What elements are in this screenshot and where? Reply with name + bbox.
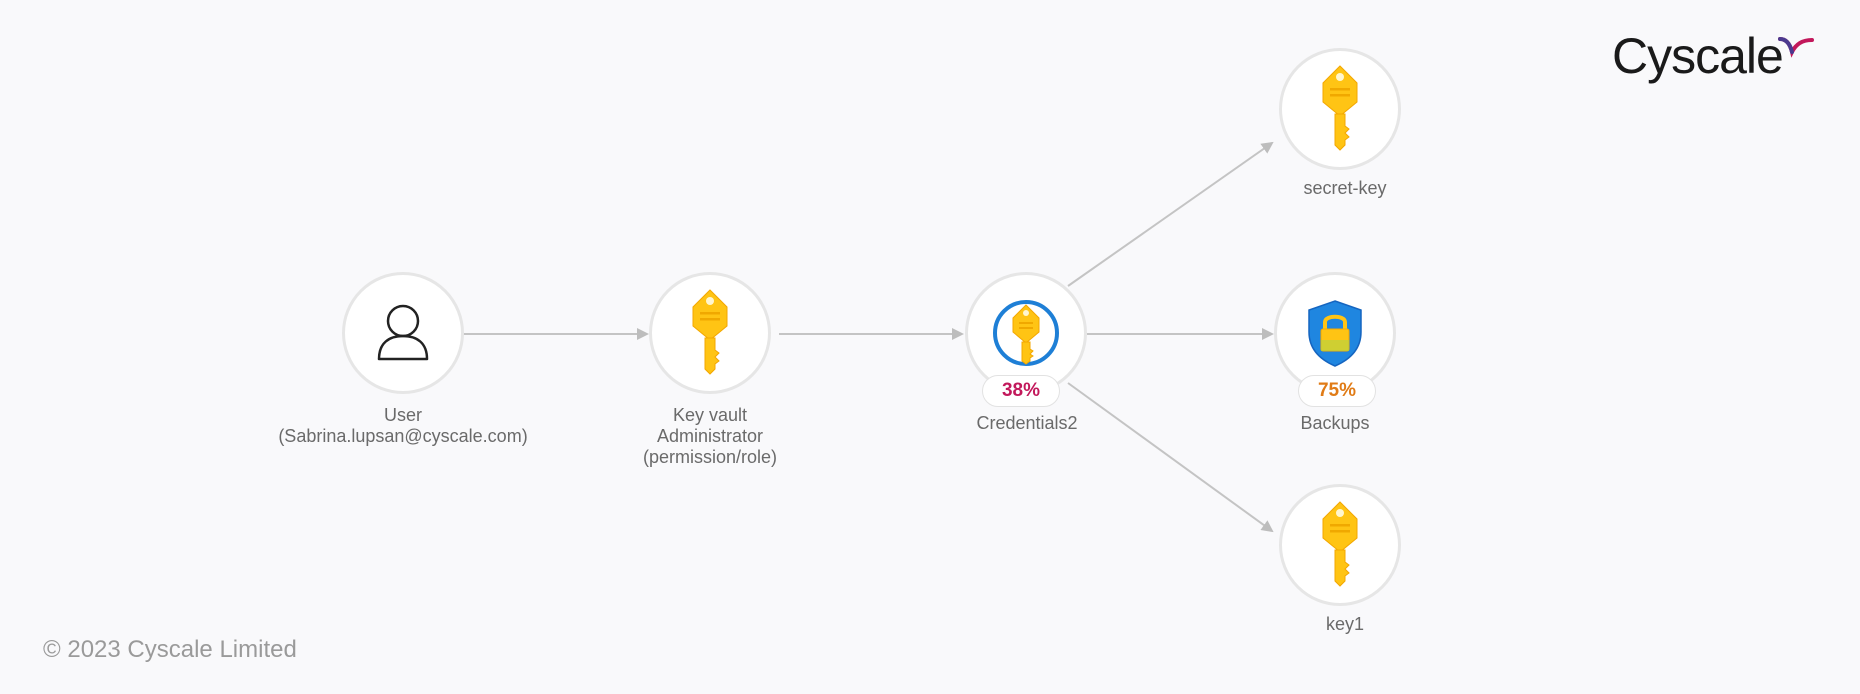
node-backups[interactable] [1274,272,1396,394]
label-line: Backups [1300,413,1370,433]
logo-mark-icon [1778,37,1814,58]
node-key1[interactable] [1279,484,1401,606]
label-line: Key vault [672,405,748,425]
node-label-secret-key: secret-key [1195,178,1495,199]
risk-score-badge: 38% [982,375,1060,407]
node-user[interactable] [342,272,464,394]
copyright-text: © 2023 Cyscale Limited [43,636,297,663]
key-vault-icon [993,300,1059,366]
edge-credentials2-secret-key [1067,141,1274,287]
key-icon [692,289,728,375]
brand-logo: Cyscale [1612,28,1784,84]
user-icon [377,304,429,361]
node-label-role: Key vault Administrator (permission/role… [560,405,860,468]
label-line: secret-key [1303,178,1387,198]
node-label-key1: key1 [1195,614,1495,635]
node-role[interactable] [649,272,771,394]
label-line: (Sabrina.lupsan@cyscale.com) [278,426,528,446]
node-label-credentials2: Credentials2 [877,413,1177,434]
node-secret-key[interactable] [1279,48,1401,170]
key-icon [1322,65,1358,151]
label-line: Administrator [656,426,764,446]
label-line: User [383,405,422,425]
label-line: key1 [1325,614,1365,634]
risk-score-value: 75% [1317,380,1357,401]
shield-lock-icon [1308,300,1362,367]
edge-credentials2-key1 [1067,382,1274,533]
node-credentials2[interactable] [965,272,1087,394]
label-line: (permission/role) [642,447,778,467]
node-label-user: User (Sabrina.lupsan@cyscale.com) [253,405,553,447]
risk-score-value: 38% [1001,380,1041,401]
risk-score-badge: 75% [1298,375,1376,407]
key-icon [1322,501,1358,587]
node-label-backups: Backups [1185,413,1485,434]
label-line: Credentials2 [976,413,1078,433]
